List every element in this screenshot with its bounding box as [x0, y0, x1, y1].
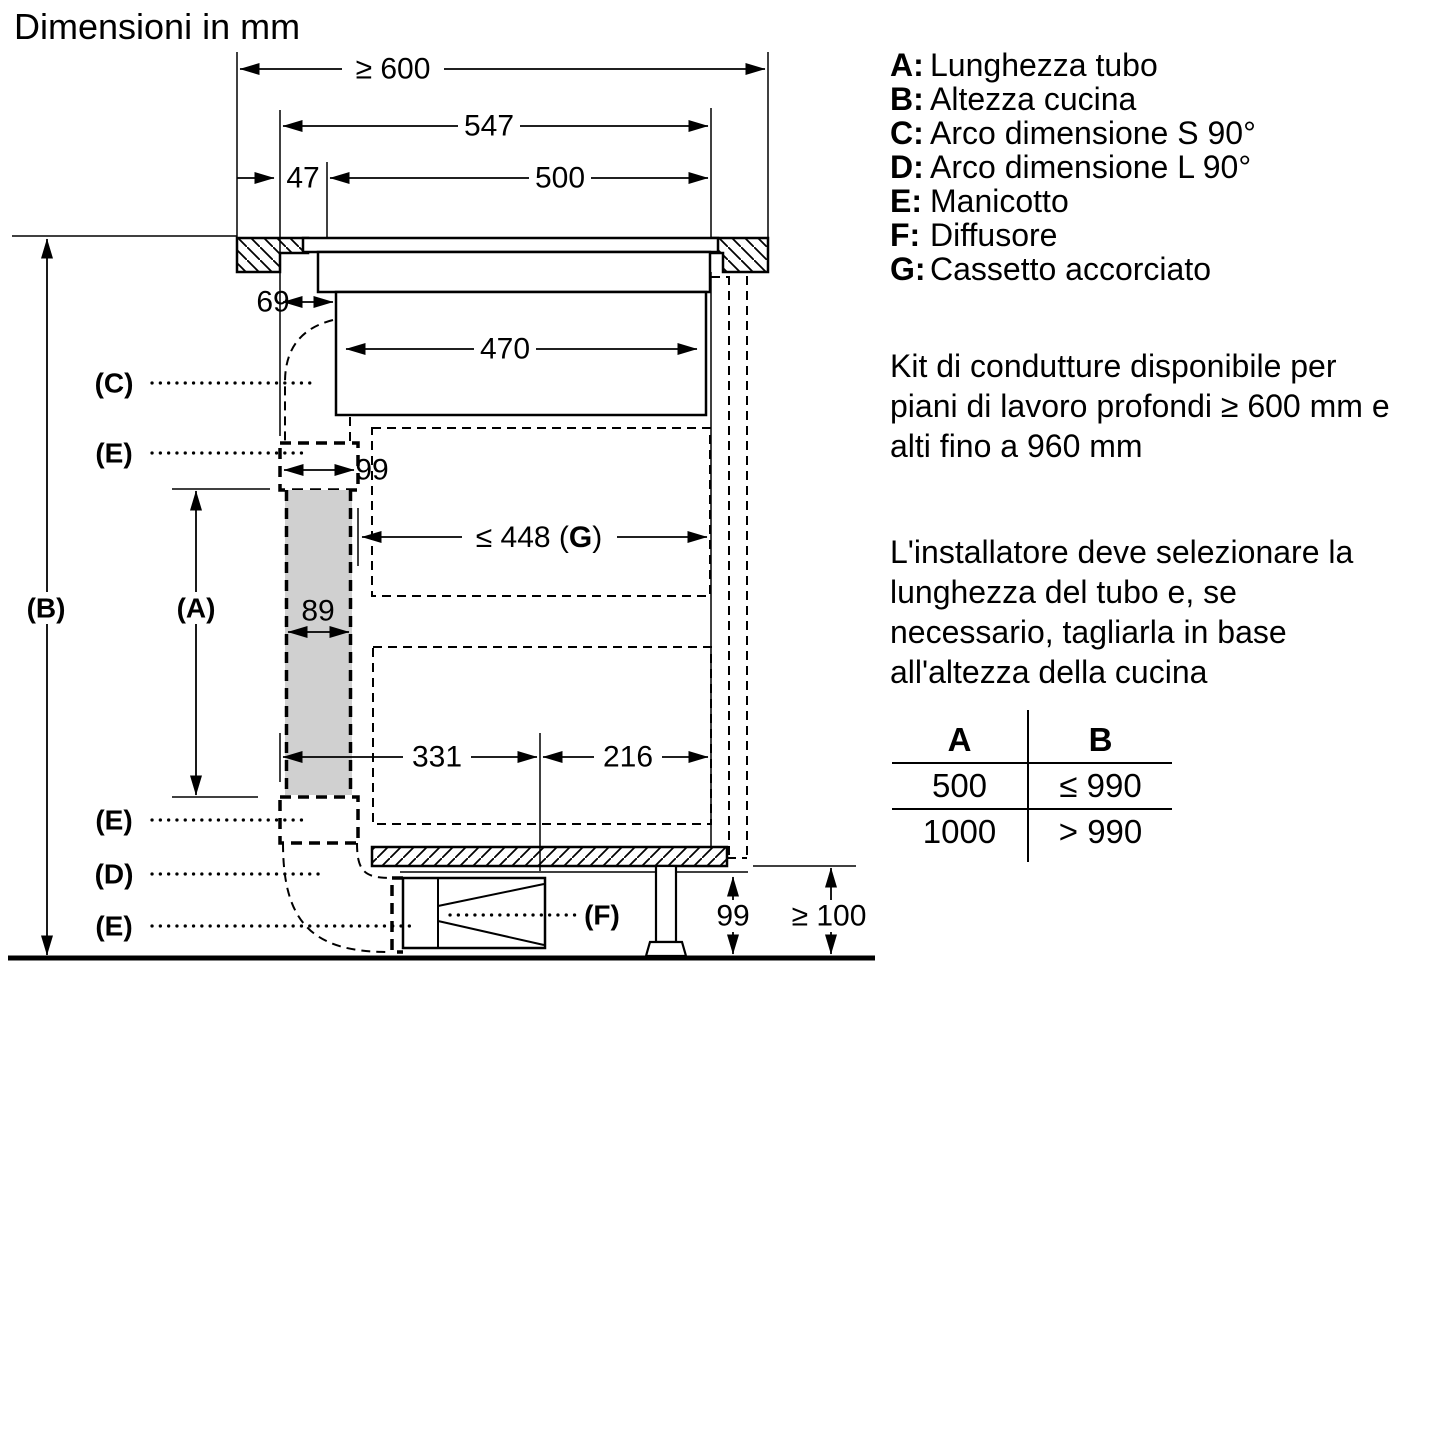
table-header-b: B [1028, 718, 1172, 764]
part-labels: (C) (E) (B) (A) (E) (D) (E) (F) [27, 368, 620, 942]
legend-label-b: Altezza cucina [930, 81, 1137, 117]
label-b: (B) [27, 593, 66, 624]
legend-key-f: F: [890, 217, 921, 253]
dim-text-offset: 69 [256, 286, 289, 319]
dim-text-drawer-depth: ≤ 448 (G) [476, 521, 603, 554]
dim-text-tube: 89 [301, 595, 334, 628]
legend-label-c: Arco dimensione S 90° [930, 115, 1256, 151]
legend-item-d: D:Arco dimensione L 90° [890, 150, 1256, 184]
label-f: (F) [584, 900, 620, 931]
legend-item-f: F:Diffusore [890, 218, 1256, 252]
hob-top-plate [301, 236, 720, 254]
legend-item-c: C:Arco dimensione S 90° [890, 116, 1256, 150]
note-duct-kit: Kit di condutture disponibile per piani … [890, 348, 1390, 464]
extension-lines [12, 52, 856, 867]
label-e1: (E) [95, 438, 132, 469]
label-c: (C) [95, 368, 134, 399]
upper-drawer [371, 427, 711, 597]
dim-text-plinth: 99 [716, 900, 749, 933]
legend-key-e: E: [890, 183, 922, 219]
flat-tube-walls [284, 490, 353, 795]
legend-label-e: Manicotto [930, 183, 1069, 219]
dim-text-sleeve: 99 [355, 454, 388, 487]
flat-tube [285, 490, 352, 795]
table-header-a: A [892, 718, 1029, 764]
dim-text-rear-span: 216 [603, 741, 653, 774]
legend-label-a: Lunghezza tubo [930, 47, 1158, 83]
lower-drawer [372, 646, 712, 825]
dim-text-depth: ≥ 600 [356, 53, 431, 86]
dim-text-front-span: 331 [412, 741, 462, 774]
table-cell-b2: > 990 [1058, 813, 1143, 850]
plinth-leg [644, 864, 688, 958]
label-d: (D) [95, 859, 134, 890]
sleeve-outlet [390, 876, 403, 954]
legend-item-a: A:Lunghezza tubo [890, 48, 1256, 82]
legend-key-g: G: [890, 251, 926, 287]
rear-duct-channel [711, 276, 748, 859]
sleeve-upper [278, 441, 360, 492]
elbow-d [282, 842, 393, 953]
label-e3: (E) [95, 911, 132, 942]
label-e2: (E) [95, 805, 132, 836]
elbow-c [284, 319, 351, 441]
table-cell-a2: 1000 [892, 809, 1029, 854]
legend-key-a: A: [890, 47, 924, 83]
legend-key-d: D: [890, 149, 924, 185]
page-title: Dimensioni in mm [14, 6, 301, 47]
dimension-drawing: ≥ 600 547 47 500 470 69 99 89 ≤ 448 (G) … [8, 52, 878, 961]
note-installer: L'installatore deve selezionare la lungh… [890, 534, 1354, 690]
legend-key-c: C: [890, 115, 924, 151]
dim-text-edge-gap: 47 [286, 162, 319, 195]
legend-item-g: G:Cassetto accorciato [890, 252, 1256, 286]
dim-text-body: 470 [480, 333, 530, 366]
hob-upper-frame [316, 250, 712, 294]
table-cell-a1: 500 [892, 763, 1029, 810]
worktop-left-block [235, 236, 310, 274]
legend-label-g: Cassetto accorciato [930, 251, 1212, 287]
legend-label-f: Diffusore [930, 217, 1058, 253]
cabinet-bottom-panel [370, 845, 729, 868]
dim-text-clearance: ≥ 100 [792, 900, 867, 933]
label-a: (A) [177, 593, 216, 624]
legend: A:Lunghezza tubo B:Altezza cucina C:Arco… [890, 48, 1256, 286]
tube-length-table: A B 500 ≤ 990 1000 > 990 [892, 710, 1172, 862]
legend-label-d: Arco dimensione L 90° [930, 149, 1252, 185]
legend-item-b: B:Altezza cucina [890, 82, 1256, 116]
table-row: 500 ≤ 990 [892, 763, 1172, 810]
legend-item-e: E:Manicotto [890, 184, 1256, 218]
table-row: 1000 > 990 [892, 809, 1172, 854]
dim-text-hob-width: 547 [464, 110, 514, 143]
dimensions: ≥ 600 547 47 500 470 69 99 89 ≤ 448 (G) … [41, 53, 878, 956]
table-cell-b1: ≤ 990 [1028, 763, 1172, 810]
legend-key-b: B: [890, 81, 924, 117]
dim-text-cutout: 500 [535, 162, 585, 195]
diffuser [401, 876, 547, 950]
cabinet-structure [8, 272, 875, 961]
worktop-right-block [710, 236, 770, 274]
